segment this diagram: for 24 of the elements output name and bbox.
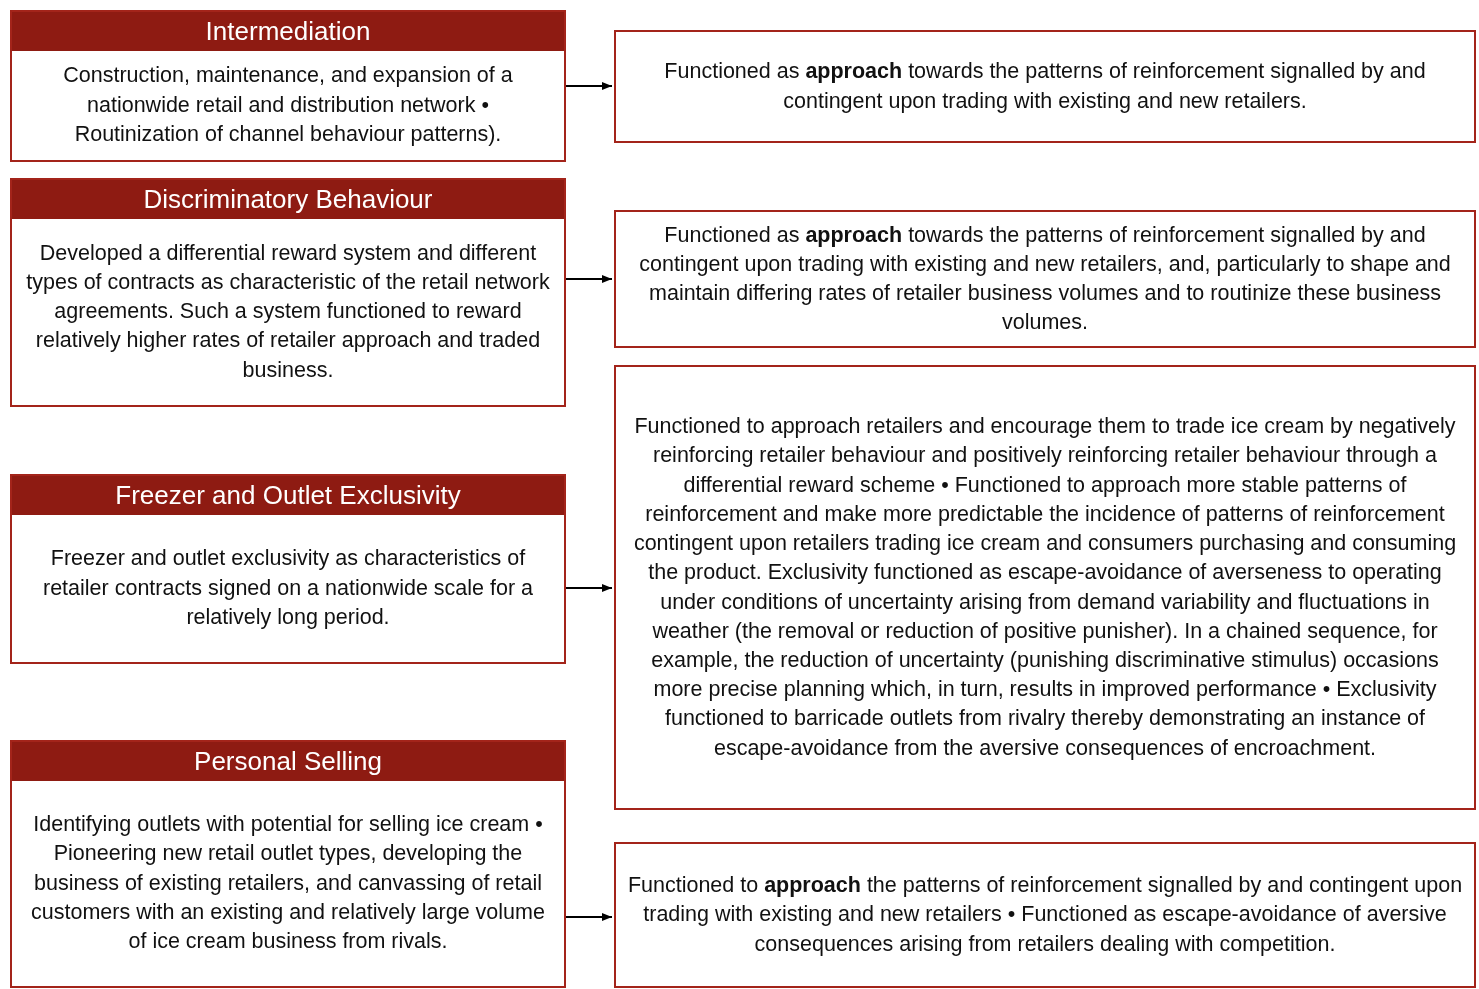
description-text: Functioned as approach towards the patterns of reinforcement signalled by and contingent upon trading with existing and new retailers, and, particularly to shape and maintain differing rates of retailer business volumes and to routinize these business volumes. [638,221,1452,337]
description-text: Construction, maintenance, and expansion of a nationwide retail and distribution network • Routinization of channel behaviour patterns). [62,62,514,148]
category-box [10,740,566,988]
outcome-box [614,365,1476,810]
arrow [565,82,613,90]
heading-band: Discriminatory Behaviour [12,180,564,219]
description-text: Functioned to approach the patterns of reinforcement signalled by and contingent upon trading with existing and new retailers • Functioned as escape-avoidance of aversive consequences arising from retailers dealing with competition. [626,872,1464,958]
heading-band: Freezer and Outlet Exclusivity [12,476,564,515]
description-text: Functioned as approach towards the patterns of reinforcement signalled by and contingent upon trading with existing and new retailers. [663,58,1427,115]
description-text: Developed a differential reward system and different types of contracts as characteristic of the retail network agreements. Such a system functioned to reward relatively higher rates of retailer approach and traded business. [25,239,551,384]
heading-band: Intermediation [12,12,564,51]
description-text: Freezer and outlet exclusivity as characteristics of retailer contracts signed on a nationwide scale for a relatively long period. [42,545,534,631]
outcome-box [614,30,1476,143]
arrow [565,913,613,921]
category-box [10,474,566,664]
category-box [10,10,566,162]
description-text: Identifying outlets with potential for selling ice cream • Pioneering new retail outlet types, developing the business of existing retailers, and canvassing of retail customers with an existing and relatively large volume of ice cream business from rivals. [30,811,546,956]
category-box [10,178,566,407]
outcome-box [614,210,1476,348]
heading-band: Personal Selling [12,742,564,781]
outcome-box [614,842,1476,988]
arrow [565,584,613,592]
description-text: Functioned to approach retailers and encourage them to trade ice cream by negatively reinforcing retailer behaviour and positively reinforcing retailer behaviour through a differential reward scheme • Functioned to approach more stable patterns of reinforcement and make more predictable the incidence of patterns of reinforcement contingent upon retailers trading ice cream and consumers purchasing and consuming the product. Exclusivity functioned as escape-avoidance of averseness to operating under conditions of uncertainty arising from demand variability and fluctuations in weather (the removal or reduction of positive punisher). In a chained sequence, for example, the reduction of uncertainty (punishing discriminative stimulus) occasions more precise planning which, in turn, results in improved performance • Exclusivity functioned to barricade outlets from rivalry thereby demonstrating an instance of escape-avoidance from the aversive consequences of encroachment. [632,413,1458,762]
arrow [565,275,613,283]
